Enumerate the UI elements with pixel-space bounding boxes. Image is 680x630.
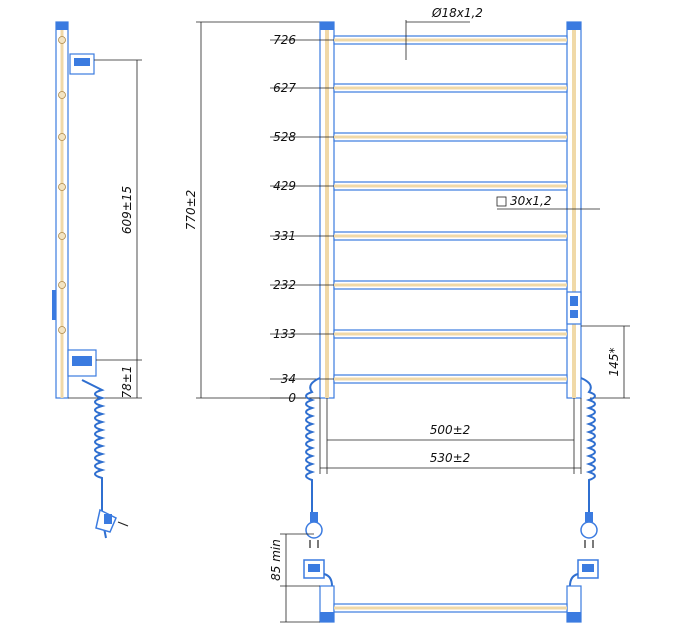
height-label-627: 627 xyxy=(273,81,296,95)
left-coiled-cord xyxy=(305,377,321,535)
left-plug xyxy=(305,512,323,548)
height-label-34: 34 xyxy=(281,372,296,386)
tube-diameter-label: Ø18x1,2 xyxy=(431,6,483,20)
total-height-label: 770±2 xyxy=(184,190,198,231)
right-plug xyxy=(580,512,598,548)
left-post-cap xyxy=(320,22,334,30)
thermostat-display xyxy=(570,296,578,306)
height-label-331: 331 xyxy=(273,229,296,243)
height-label-726: 726 xyxy=(273,33,296,47)
side-view: 609±15 78±1 xyxy=(52,21,142,539)
outer-width-label: 530±2 xyxy=(430,451,471,465)
side-view-plug xyxy=(95,508,129,533)
top-wall-bracket-plate xyxy=(74,58,90,66)
square-profile-icon xyxy=(496,196,507,207)
side-view-cord xyxy=(81,379,107,539)
thermostat-height-label: 145* xyxy=(607,348,621,377)
side-span-label: 609±15 xyxy=(120,186,134,234)
side-bottom-label: 78±1 xyxy=(120,366,134,399)
bottom-left-post-mark xyxy=(320,612,334,622)
side-view-bar-ends xyxy=(58,36,66,334)
rails xyxy=(333,35,568,384)
side-view-cap xyxy=(56,22,68,30)
right-post-cap xyxy=(567,22,581,30)
height-label-528: 528 xyxy=(273,130,296,144)
thermostat-button xyxy=(570,310,578,318)
height-leaders xyxy=(270,39,334,399)
height-label-232: 232 xyxy=(273,278,296,292)
inner-width-label: 500±2 xyxy=(430,423,471,437)
height-label-133: 133 xyxy=(273,327,296,341)
front-view: 770±2 726 xyxy=(184,6,630,548)
bottom-wall-bracket-plate xyxy=(72,356,92,366)
height-label-0: 0 xyxy=(288,391,296,405)
right-coiled-cord xyxy=(580,377,596,535)
side-view-switch xyxy=(52,290,56,320)
plug-height-label: 85 min xyxy=(269,539,283,581)
height-label-429: 429 xyxy=(273,179,296,193)
square-profile-label: 30x1,2 xyxy=(510,194,551,208)
bottom-view: 85 min xyxy=(269,533,599,623)
bottom-right-post-mark xyxy=(567,612,581,622)
